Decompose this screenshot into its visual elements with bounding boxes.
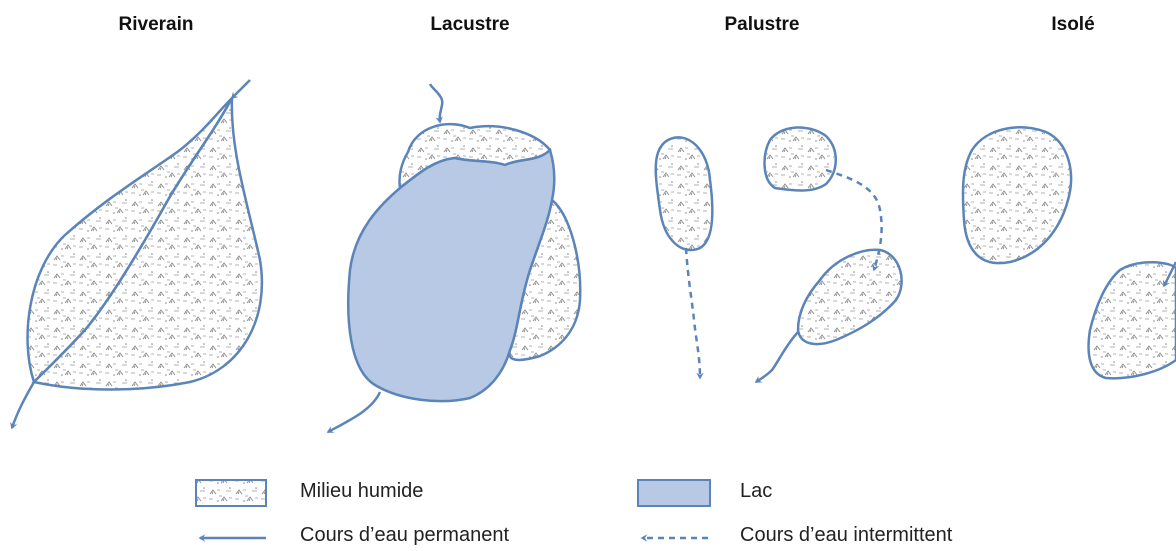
- legend-wetland-label: Milieu humide: [300, 480, 423, 503]
- legend-intermittent-label: Cours d’eau intermittent: [740, 524, 952, 547]
- lacustre-stream-out: [328, 392, 380, 432]
- lacustre-stream-in: [430, 84, 442, 122]
- palustre-group: [656, 127, 902, 382]
- palustre-wetland-b: [765, 127, 836, 190]
- palustre-wetland-c: [798, 250, 902, 344]
- legend-lake-label: Lac: [740, 480, 772, 503]
- riverain-stream-in: [232, 80, 250, 98]
- palustre-intermittent-a: [686, 248, 700, 378]
- lacustre-lake: [348, 150, 554, 401]
- isole-wetland-b: [1089, 262, 1176, 378]
- riverain-stream-out: [12, 382, 34, 428]
- palustre-stream-out: [756, 332, 798, 382]
- isole-group: [963, 127, 1176, 378]
- lacustre-group: [328, 84, 580, 432]
- legend-wetland-swatch: [196, 480, 266, 506]
- legend-permanent-label: Cours d’eau permanent: [300, 524, 509, 547]
- isole-wetland-a: [963, 127, 1071, 263]
- legend-lake-swatch: [638, 480, 710, 506]
- riverain-group: [12, 80, 262, 428]
- palustre-wetland-a: [656, 137, 713, 250]
